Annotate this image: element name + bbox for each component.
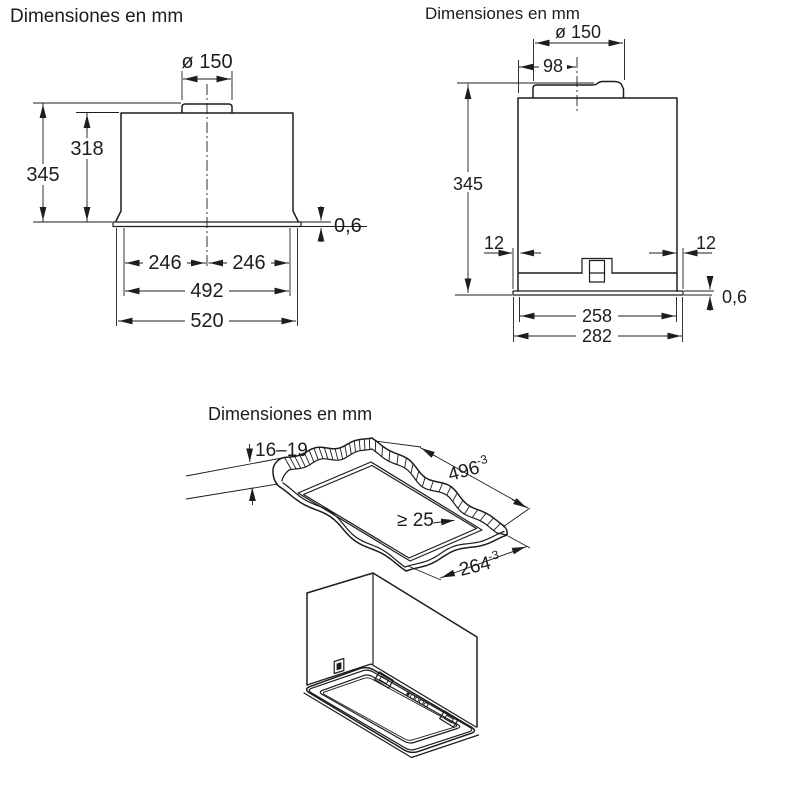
dim-cutout-length-group: 496 -3 — [446, 452, 489, 486]
hood-body-side — [517, 97, 678, 292]
clip-2-slot — [443, 714, 455, 724]
arrowheads-cutout — [246, 443, 527, 578]
dim-total-width: 520 — [190, 310, 223, 332]
dim-ceiling-thickness: 16–19 — [255, 440, 308, 461]
dimension-lines-side — [467, 42, 682, 337]
dim-frame-width: 492 — [190, 280, 223, 302]
dimension-lines-front — [42, 78, 296, 322]
cutout-hole-inner — [302, 464, 478, 559]
arrowheads-front — [39, 75, 325, 325]
cutout-extension-lines — [374, 440, 531, 581]
clip-2 — [439, 710, 459, 728]
power-dot — [406, 692, 410, 696]
dim-panel-thickness-front: 0,6 — [334, 215, 362, 237]
dim-flange-overhang-right: 12 — [696, 233, 716, 253]
dim-total-height-front: 345 — [26, 164, 59, 186]
side-view-title: Dimensiones en mm — [425, 4, 580, 23]
side-view: Dimensiones en mm ø 150 — [425, 4, 747, 346]
cutout-view: Dimensiones en mm — [185, 404, 531, 759]
dim-duct-diameter-front: ø 150 — [181, 51, 232, 73]
latch-clip-side — [588, 259, 606, 283]
dim-panel-thickness-side: 0,6 — [722, 287, 747, 307]
dim-cutout-length-tolerance: -3 — [475, 452, 489, 468]
dim-cutout-width-tolerance: -3 — [486, 547, 500, 563]
dim-cutout-width-group: 264 -3 — [457, 547, 500, 580]
dim-total-height-side: 345 — [453, 174, 483, 194]
dim-half-width-right: 246 — [232, 252, 265, 274]
dim-flange-overhang-left: 12 — [484, 233, 504, 253]
thickness-extension-lines — [185, 457, 283, 500]
bottom-flange-side — [512, 290, 684, 296]
cutout-view-title: Dimensiones en mm — [208, 404, 372, 424]
dim-duct-offset: 98 — [543, 56, 563, 76]
ceiling-panel-isometric — [272, 437, 508, 572]
front-view: Dimensiones en mm ø 150 345 — [10, 6, 367, 332]
dim-duct-diameter-side: ø 150 — [555, 22, 601, 42]
cutout-hole-outer — [297, 461, 483, 562]
hood-box-inner-edges — [306, 572, 477, 728]
extension-lines-front — [33, 71, 367, 326]
dim-body-depth: 258 — [582, 306, 612, 326]
dim-half-width-left: 246 — [148, 252, 181, 274]
bottom-panel-frame — [303, 666, 480, 759]
control-dots — [406, 692, 429, 708]
extension-lines-side — [455, 39, 714, 342]
wall-latch-mark — [336, 662, 342, 671]
front-view-title: Dimensiones en mm — [10, 6, 183, 27]
clip-1-slot — [378, 675, 390, 685]
arrowheads-side — [464, 39, 714, 340]
dim-total-depth: 282 — [582, 326, 612, 346]
hood-box-isometric — [306, 572, 478, 728]
duct-collar-side — [532, 80, 625, 99]
dim-min-clearance: ≥ 25 — [397, 510, 434, 531]
clip-1 — [374, 671, 394, 689]
panel-clips — [333, 657, 459, 728]
wall-latch — [333, 657, 345, 675]
dim-inner-height-front: 318 — [70, 138, 103, 160]
latch-notch-side — [581, 257, 613, 274]
